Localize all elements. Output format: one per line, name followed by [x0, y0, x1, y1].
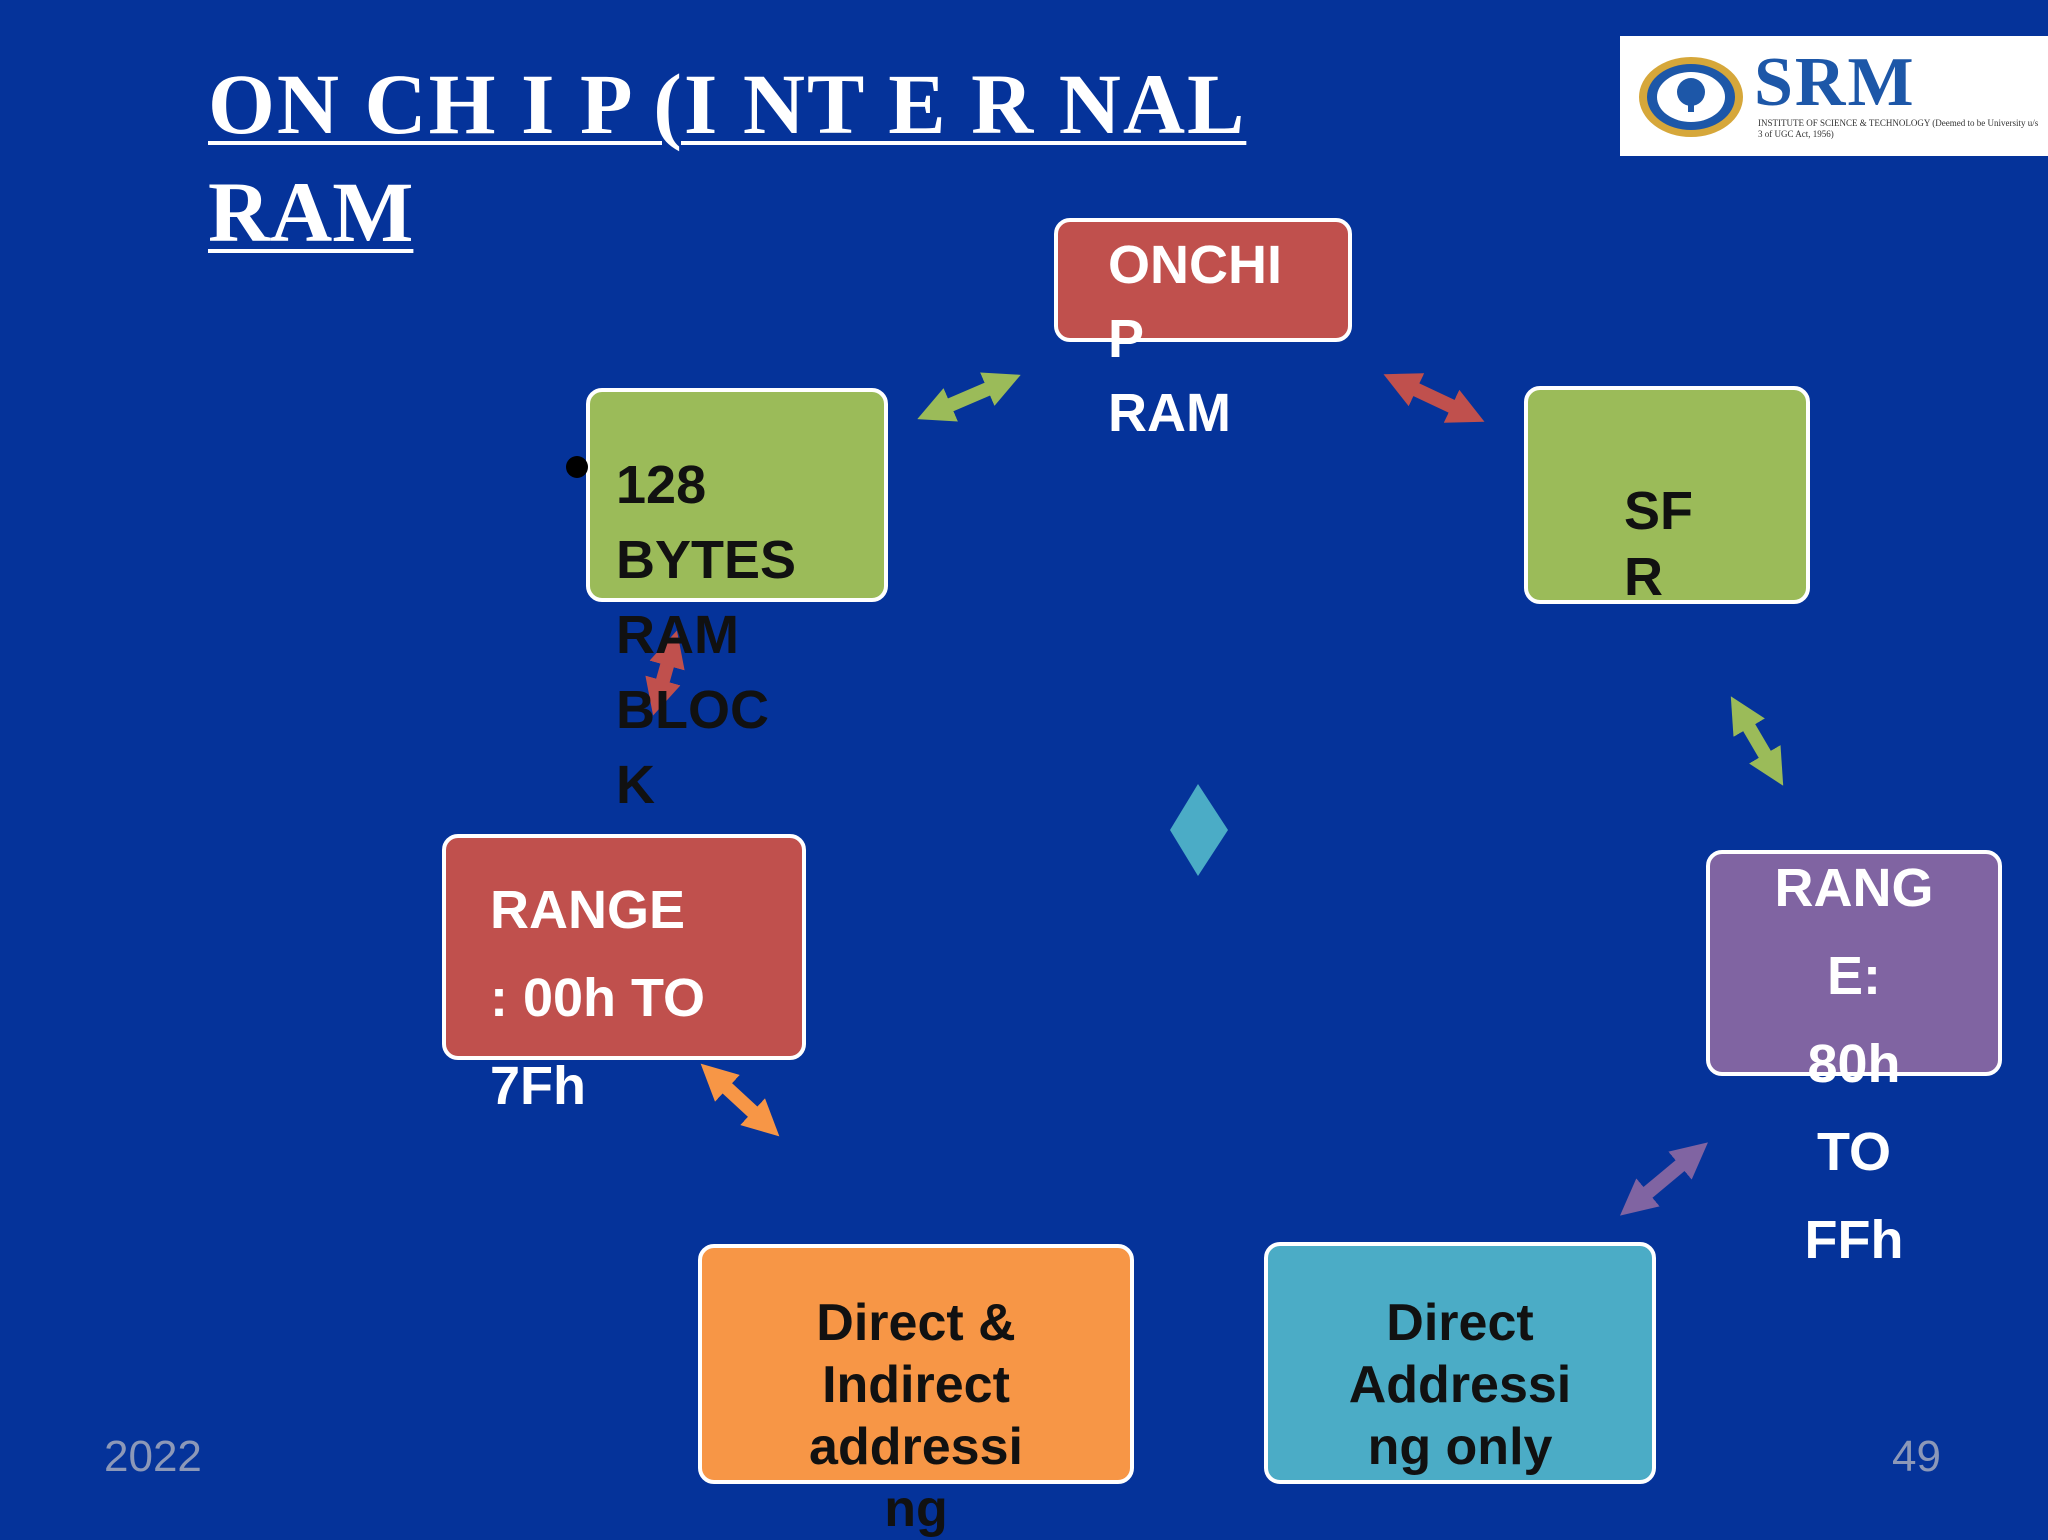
footer-year: 2022	[104, 1432, 202, 1481]
node-sfr	[1524, 386, 1810, 604]
srm-logo-subtitle: INSTITUTE OF SCIENCE & TECHNOLOGY (Deeme…	[1758, 118, 2039, 139]
arrow-range-low-to-direct-indirect	[700, 1063, 780, 1137]
node-onchip-ram	[1054, 218, 1352, 342]
range-low-label: RANGE : 00h TO 7Fh	[490, 880, 706, 1116]
footer-page-number: 49	[1892, 1432, 1941, 1481]
node-direct-indirect	[698, 1244, 1134, 1484]
arrow-range-high-to-direct-only	[1620, 1142, 1708, 1216]
node-direct-only	[1264, 1242, 1656, 1484]
center-label: ONCHI P RAM	[1108, 235, 1282, 443]
srm-seal-icon	[1639, 57, 1743, 137]
srm-logo-text: SRM	[1754, 44, 1916, 121]
arrow-sfr-to-range-high	[1730, 696, 1784, 786]
slide-title-line-2: RAM	[208, 164, 414, 260]
range-high-label: RANG E: 80h TO FFh	[1774, 858, 1934, 1270]
center-diamond-icon	[1170, 784, 1228, 876]
node-range-high	[1706, 850, 2002, 1076]
direct-only-label: Direct Addressi ng only	[1348, 1294, 1572, 1476]
arrow-center-to-sfr	[1383, 373, 1485, 423]
direct-indirect-label: Direct & Indirect addressi ng	[809, 1294, 1023, 1538]
node-range-low	[442, 834, 806, 1060]
arrow-center-to-bytes	[917, 372, 1021, 422]
slide-title-line-1: ON CH I P (I NT E R NAL	[208, 56, 1247, 152]
bullet-icon	[566, 456, 588, 478]
sfr-label: SF R	[1624, 481, 1694, 607]
srm-logo: SRM INSTITUTE OF SCIENCE & TECHNOLOGY (D…	[1620, 36, 2048, 156]
bytes-label: 128 BYTES RAM BLOC K	[616, 455, 797, 815]
node-128-bytes	[586, 388, 888, 602]
arrow-bytes-to-range-low	[645, 630, 685, 716]
